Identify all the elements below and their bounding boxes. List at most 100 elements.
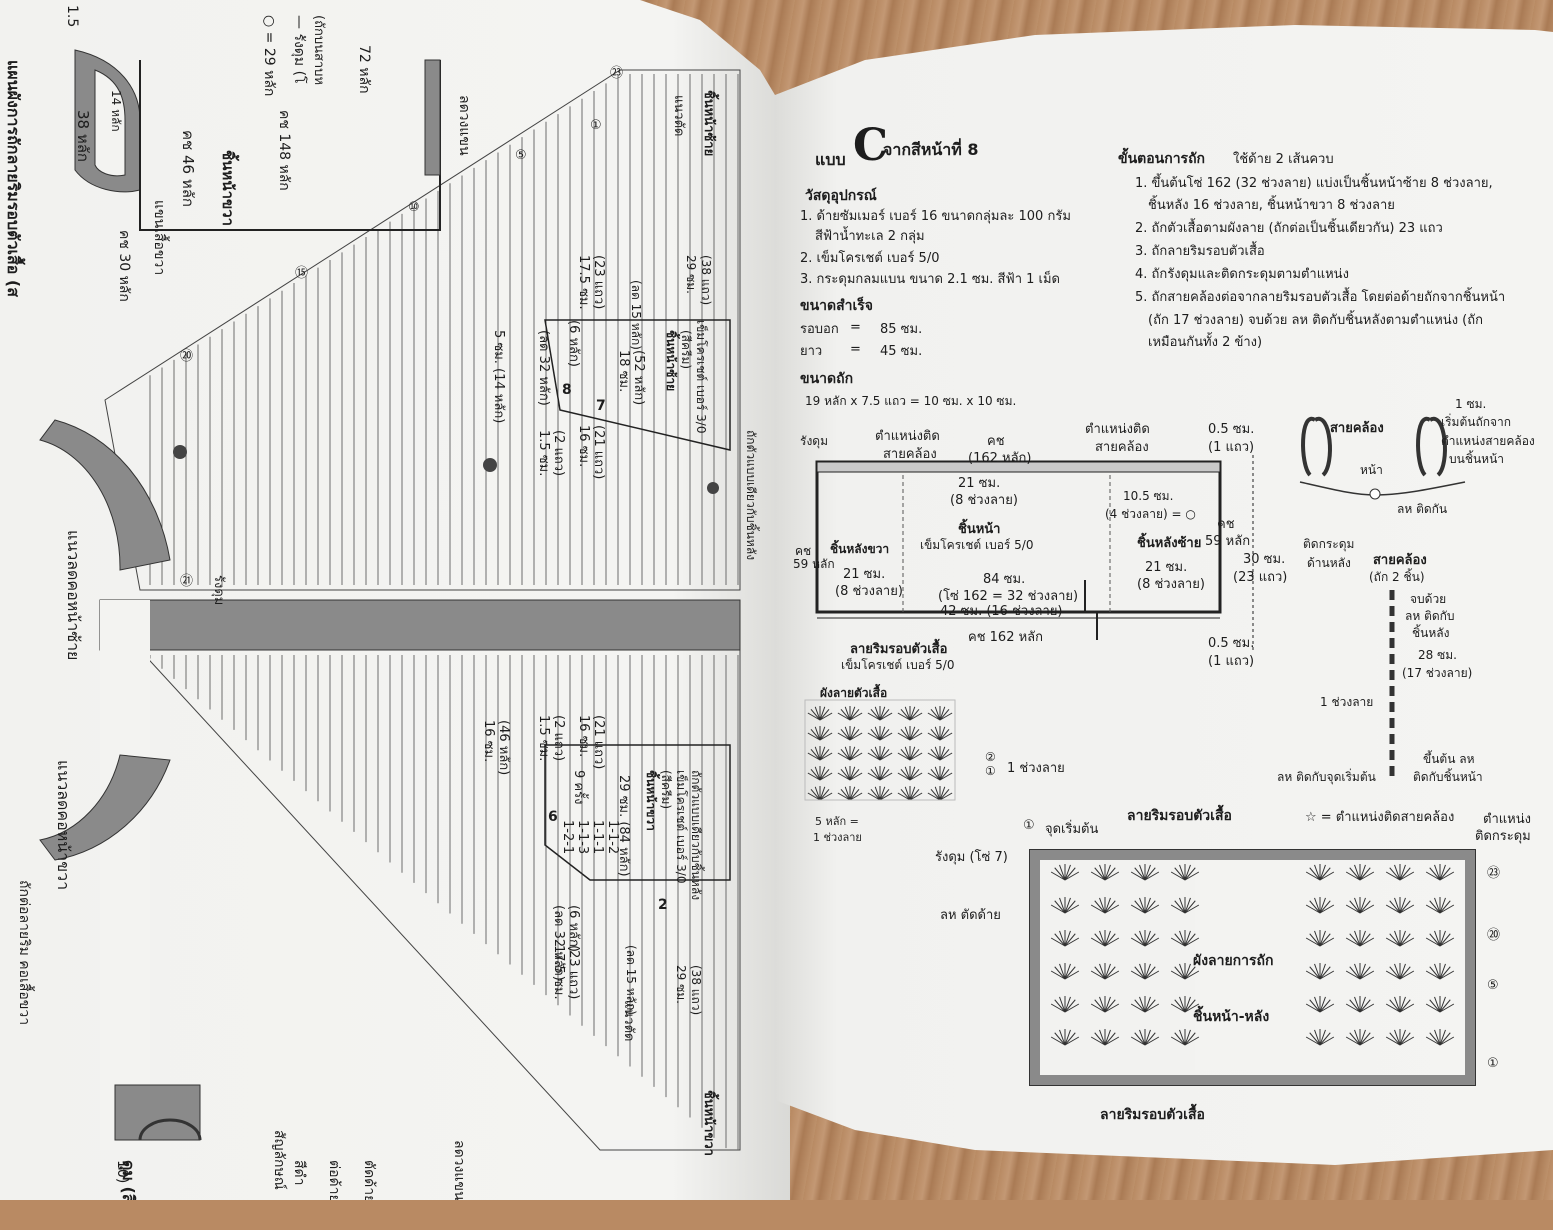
steps-title: ขั้นตอนการถัก xyxy=(1118,151,1206,167)
strap-button-2: ด้านหลัง xyxy=(1307,556,1351,570)
step-4: 4. ถักรังดุมและติดกระดุมตามตำแหน่ง xyxy=(1135,267,1349,282)
strap-title-2b: (ถัก 2 ชิ้น) xyxy=(1369,570,1425,584)
stitch-chart-five: 5 หลัก = xyxy=(815,815,859,828)
border-one: ① xyxy=(1023,818,1035,833)
dim-46: (46 หลัก) xyxy=(496,720,511,776)
dim-38row-top: (38 แถว) xyxy=(699,255,713,306)
dec-pattern-b: 1-2-1 xyxy=(560,820,575,855)
step-5c: เหมือนกันทั้ง 2 ข้าง) xyxy=(1148,335,1263,350)
front-right-label-bottom: ชิ้นหน้าขวา xyxy=(701,1090,716,1156)
dim-21row-top: (21 แถว) xyxy=(591,425,606,480)
strap-one-cm: 1 ซม. xyxy=(1455,397,1487,411)
side-left: คช xyxy=(1217,517,1235,532)
border-cut: ลห ตัดด้าย xyxy=(940,908,1001,923)
strap-pos-1: ตำแหน่งติด xyxy=(875,429,940,444)
border-label: ลายริมรอบตัวเสื้อ xyxy=(850,642,948,657)
top-stitches: คช xyxy=(987,434,1005,449)
row-mark-15: ⑮ xyxy=(295,266,309,281)
strap-title-2: สายคล้อง xyxy=(1373,553,1427,568)
stitch-chart-row-2: ② xyxy=(985,750,996,764)
border-start: จุดเริ่มต้น xyxy=(1045,822,1099,837)
hook-label-top: เข็มโครเชต์ เบอร์ 3/0 xyxy=(694,320,708,434)
sleeve-right-label: แขนเสื้อขวา xyxy=(151,200,167,276)
row-mark-1: ① xyxy=(590,118,602,133)
stitch-chart-row-1: ① xyxy=(985,764,996,778)
size-title: ขนาดสำเร็จ xyxy=(800,298,874,314)
row-mark-10: ⑩ xyxy=(408,200,420,215)
strap-pos-2b: สายคล้อง xyxy=(1095,440,1149,455)
buttonhole-label: รังดุม xyxy=(211,575,226,606)
h30: 30 ซม. xyxy=(1243,552,1286,567)
l21: 21 ซม. xyxy=(1145,560,1188,575)
stitch-chart-repeat: 1 ช่วงลาย xyxy=(1007,761,1065,776)
front-left-label-top: ชิ้นหน้าซ้าย xyxy=(701,90,716,157)
dim-dec15-top: (ลด 15 หลัก) xyxy=(629,280,643,350)
strap-button-1: ติดกระดุม xyxy=(1303,537,1355,551)
dim-21row: (21 แถว) xyxy=(591,715,606,770)
materials-title: วัสดุอุปกรณ์ xyxy=(805,188,877,204)
row-mark-5: ⑤ xyxy=(515,148,527,163)
border-piece-label: ชิ้นหน้า-หลัง xyxy=(1193,1009,1270,1025)
right-page: แบบ C จากสีหน้าที่ 8 วัสดุอุปกรณ์ 1. ด้า… xyxy=(775,25,1553,1165)
back-right-label: ชิ้นหลังขวา xyxy=(830,542,890,556)
row-mark-21: ㉑ xyxy=(180,574,194,589)
pattern-title-letter: C xyxy=(853,120,889,171)
strap-28cm: 28 ซม. xyxy=(1418,648,1457,662)
dim-29cm84: 29 ซม. (84 หลัก) xyxy=(616,775,631,877)
size-length-eq: = xyxy=(850,342,861,357)
same-pattern-top: ถักตัวแบบเดียวกับชิ้นหลัง xyxy=(744,430,758,561)
steps-note: ใช้ด้าย 2 เส้นควบ xyxy=(1233,152,1334,167)
circle-7-label: 7 xyxy=(596,398,606,414)
front-piece-label: ชิ้นหน้า xyxy=(958,522,1001,537)
stitches-72-label: 72 หลัก xyxy=(356,45,372,94)
neck-stitches-label: คช 46 หลัก xyxy=(179,130,197,207)
button-position: ตำแหน่ง xyxy=(1483,812,1531,827)
left-page-title: แผนผังการถักลายริมรอบตัวเสื้อ (ส xyxy=(4,60,23,297)
h05bb: (1 แถว) xyxy=(1208,654,1255,669)
pattern-title-suffix: จากสีหน้าที่ 8 xyxy=(883,140,979,159)
dim-6-top: (6 หลัก) xyxy=(566,320,581,367)
w10-5: 10.5 ซม. xyxy=(1123,489,1174,503)
step-1b: ชิ้นหลัง 16 ช่วงลาย, ชิ้นหน้าขวา 8 ช่วงล… xyxy=(1148,198,1395,213)
left-page: แผนผังการถักลายริมรอบตัวเสื้อ (ส แนวลดคอ… xyxy=(0,0,790,1200)
h05ab: (1 แถว) xyxy=(1208,440,1255,455)
button-position-b: ติดกระดุม xyxy=(1475,829,1531,844)
h05b: 0.5 ซม. xyxy=(1208,636,1255,651)
border-chart-title: ลายริมรอบตัวเสื้อ xyxy=(1127,808,1232,824)
strap-start-2: ตำแหน่งสายคล้อง xyxy=(1441,434,1535,448)
size-chest-eq: = xyxy=(850,320,861,335)
stitch-chart-five-b: 1 ช่วงลาย xyxy=(813,831,862,844)
step-1: 1. ขึ้นต้นโซ่ 162 (32 ช่วงลาย) แบ่งเป็นช… xyxy=(1135,176,1493,191)
strap-end-2: ลห ติดกับ xyxy=(1405,609,1455,623)
material-3: 3. กระดุมกลมแบน ขนาด 2.1 ซม. สีฟ้า 1 เม็… xyxy=(800,272,1060,287)
strap-front: หน้า xyxy=(1360,463,1383,477)
strap-28cm-b: (17 ช่วงลาย) xyxy=(1402,666,1473,680)
neck-chart-left-label: แนวลดคอหน้าซ้าย xyxy=(64,530,83,661)
dim-52: (52 หลัก) xyxy=(631,350,646,406)
size-chest-label: รอบอก xyxy=(800,322,839,337)
border-row-23: ㉓ xyxy=(1487,866,1501,881)
r21b: (8 ช่วงลาย) xyxy=(835,584,903,599)
border-pattern-title: ผังลายการถัก xyxy=(1193,953,1274,969)
strap-end-3: ชิ้นหลัง xyxy=(1412,626,1450,640)
border-bottom-label: ลายริมรอบตัวเสื้อ xyxy=(1100,1107,1205,1123)
left-page-chart-drawing xyxy=(39,49,741,1151)
border-row-5: ⑤ xyxy=(1487,978,1499,993)
border-buttonhole: รังดุม (โซ่ 7) xyxy=(935,850,1008,865)
neck-stitches-2-label: คช 30 หลัก xyxy=(116,230,132,302)
strap-start-3: บนชิ้นหน้า xyxy=(1449,452,1505,466)
neck-14-label: 14 หลัก xyxy=(109,90,123,132)
sleeve-line-label: แนวตัด xyxy=(671,95,686,137)
step-5b: (ถัก 17 ช่วงลาย) จบด้วย ลห ติดกับชิ้นหลั… xyxy=(1148,313,1483,328)
neck-chart-right-label: แนวลดคอหน้าขวา xyxy=(54,760,73,891)
stitches-29-label: ○ = 29 หลัก xyxy=(261,15,277,97)
w84: 84 ซม. xyxy=(983,572,1026,587)
w21b: (8 ช่วงลาย) xyxy=(950,493,1018,508)
size-chest-value: 85 ซม. xyxy=(880,322,923,337)
strap-begin-1: ขึ้นต้น ลห xyxy=(1423,752,1475,766)
buttonhole-note: — รังดุม (โ xyxy=(291,15,307,84)
strap-begin-2: ติดกับชิ้นหน้า xyxy=(1413,770,1483,784)
dim-dec15: (ลด 15 หลัก) xyxy=(624,945,638,1015)
gauge-title: ขนาดถัก xyxy=(800,371,854,387)
dec-pattern-c: 1-1-1 xyxy=(590,820,605,855)
